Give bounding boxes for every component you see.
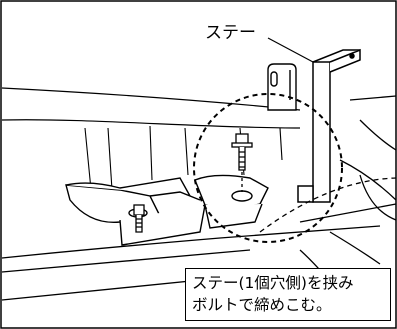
left-bolt: [133, 204, 145, 233]
note-line-2: ボルトで締めこむ。: [192, 296, 332, 314]
detail-circle: [193, 93, 343, 243]
stay-callout-label: ステー: [205, 23, 256, 43]
right-trim: [339, 95, 397, 221]
back-tab: [267, 63, 297, 111]
instruction-note: ステー(1個穴側)を挟み ボルトで締めこむ。: [185, 268, 391, 321]
callout-leader: [267, 37, 314, 63]
body-panel-lines: [1, 87, 301, 129]
note-line-1: ステー(1個穴側)を挟み: [192, 274, 354, 292]
floor-lines: [1, 177, 397, 301]
stay-bracket: [297, 48, 361, 203]
right-mount-bracket: [194, 174, 269, 229]
main-bolt: [231, 133, 253, 192]
